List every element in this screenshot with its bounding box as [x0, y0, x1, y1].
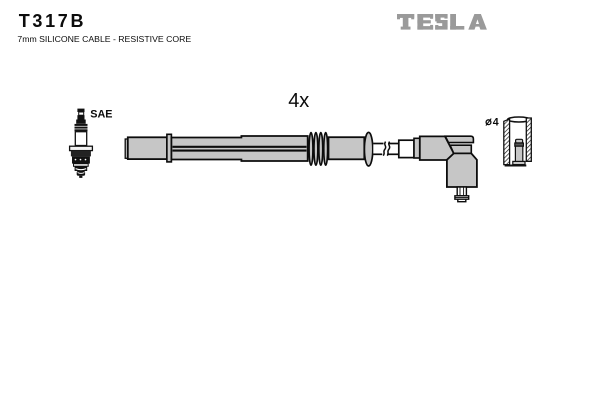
svg-text:SAE: SAE: [90, 109, 112, 121]
svg-text:4: 4: [493, 117, 499, 129]
svg-text:4x: 4x: [288, 90, 309, 112]
svg-text:7mm SILICONE CABLE - RESISTIVE: 7mm SILICONE CABLE - RESISTIVE CORE: [17, 34, 191, 44]
svg-text:T317B: T317B: [19, 11, 87, 31]
